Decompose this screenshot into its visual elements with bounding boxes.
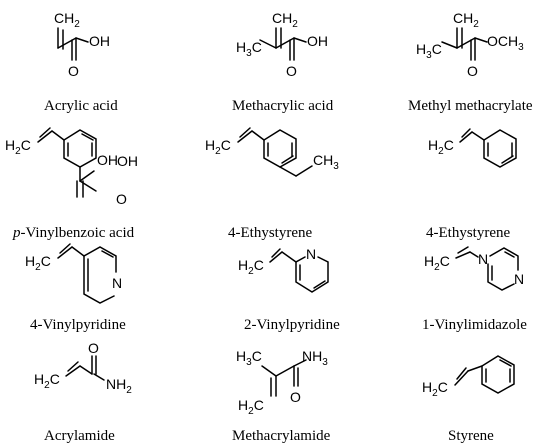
atom-label: CH2 — [453, 10, 479, 30]
atom-label: CH2 — [54, 10, 80, 30]
atom-label: OH — [89, 33, 110, 49]
atom-label: O — [116, 191, 127, 207]
caption-methacrylamide: Methacrylamide — [232, 428, 331, 444]
structure-4-ethystyrene-1: H2C CH3 4-Ethystyrene — [205, 127, 339, 241]
atom-label: H2C — [5, 137, 31, 157]
atom-label: O — [88, 340, 99, 356]
structure-acrylic-acid: CH2 OH O Acrylic acid — [44, 10, 118, 114]
caption-4-vinylpyridine: 4-Vinylpyridine — [30, 317, 126, 333]
caption-2-vinylpyridine: 2-Vinylpyridine — [244, 317, 340, 333]
atom-label: N — [478, 251, 488, 267]
structure-4-vinylpyridine: H2C N 4-Vinylpyridine — [25, 243, 126, 333]
caption-p-vinylbenzoic-acid: p-Vinylbenzoic acid — [12, 225, 135, 241]
structure-acrylamide: H2C O NH2 Acrylamide — [34, 340, 132, 444]
structure-4-ethystyrene-2: H2C 4-Ethystyrene — [426, 128, 517, 241]
atom-label: CH3 — [313, 152, 339, 172]
caption-4-ethystyrene-2: 4-Ethystyrene — [426, 225, 510, 241]
atom-label: OH — [97, 152, 118, 168]
caption-acrylamide: Acrylamide — [44, 428, 115, 444]
atom-label: O — [286, 63, 297, 79]
atom-label: H2C — [428, 137, 454, 157]
atom-label: H3C — [236, 348, 262, 368]
atom-label: H2C — [25, 253, 51, 273]
structure-methyl-methacrylate: CH2 H3C OCH3 O Methyl methacrylate — [408, 10, 533, 114]
structure-2-vinylpyridine: H2C N 2-Vinylpyridine — [238, 246, 340, 333]
structure-p-vinylbenzoic-acid: H2C OH OH O p-Vinylbenzoic acid — [5, 127, 138, 241]
atom-label: O — [290, 389, 301, 405]
atom-label: H2C — [238, 257, 264, 277]
atom-label: NH3 — [302, 348, 328, 368]
structure-1-vinylimidazole: H2C N N 1-Vinylimidazole — [422, 246, 527, 333]
atom-label: O — [467, 63, 478, 79]
atom-label: N — [306, 246, 316, 262]
atom-label: H2C — [422, 379, 448, 399]
atom-label: N — [514, 271, 524, 287]
atom-label: OCH3 — [487, 33, 524, 53]
atom-label: N — [112, 275, 122, 291]
atom-label: OH — [307, 33, 328, 49]
atom-label: H3C — [236, 39, 262, 59]
atom-label: O — [68, 63, 79, 79]
atom-label: H3C — [416, 41, 442, 61]
atom-label: H2C — [424, 253, 450, 273]
atom-label: OH — [117, 153, 138, 169]
caption-acrylic-acid: Acrylic acid — [44, 98, 118, 114]
structure-methacrylic-acid: CH2 H3C OH O Methacrylic acid — [232, 10, 334, 114]
atom-label: H2C — [34, 371, 60, 391]
caption-styrene: Styrene — [448, 428, 494, 444]
structure-methacrylamide: H3C H2C NH3 O Methacrylamide — [232, 348, 331, 444]
atom-label: H2C — [238, 397, 264, 417]
structure-styrene: H2C Styrene — [422, 355, 515, 444]
caption-4-ethystyrene-1: 4-Ethystyrene — [228, 225, 312, 241]
caption-1-vinylimidazole: 1-Vinylimidazole — [422, 317, 527, 333]
caption-methyl-methacrylate: Methyl methacrylate — [408, 98, 533, 114]
atom-label: NH2 — [106, 376, 132, 396]
caption-methacrylic-acid: Methacrylic acid — [232, 98, 334, 114]
atom-label: CH2 — [272, 10, 298, 30]
atom-label: H2C — [205, 137, 231, 157]
